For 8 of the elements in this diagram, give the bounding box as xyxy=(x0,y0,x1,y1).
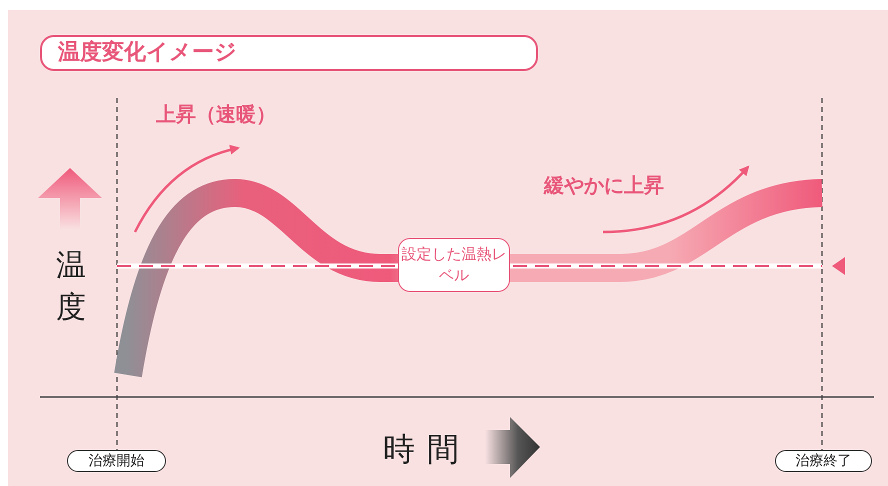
start-label: 治療開始 xyxy=(67,450,166,472)
time-axis-label: 時間 xyxy=(383,429,471,470)
title-banner: 温度変化イメージ xyxy=(40,35,538,71)
level-label-box: 設定した温熱レベル xyxy=(398,238,510,292)
gentle-rise-label: 緩やかに上昇 xyxy=(544,172,664,199)
end-label: 治療終了 xyxy=(775,450,872,472)
temperature-axis-label: 温度 xyxy=(55,247,87,327)
rise-label: 上昇（速暖） xyxy=(156,101,276,128)
